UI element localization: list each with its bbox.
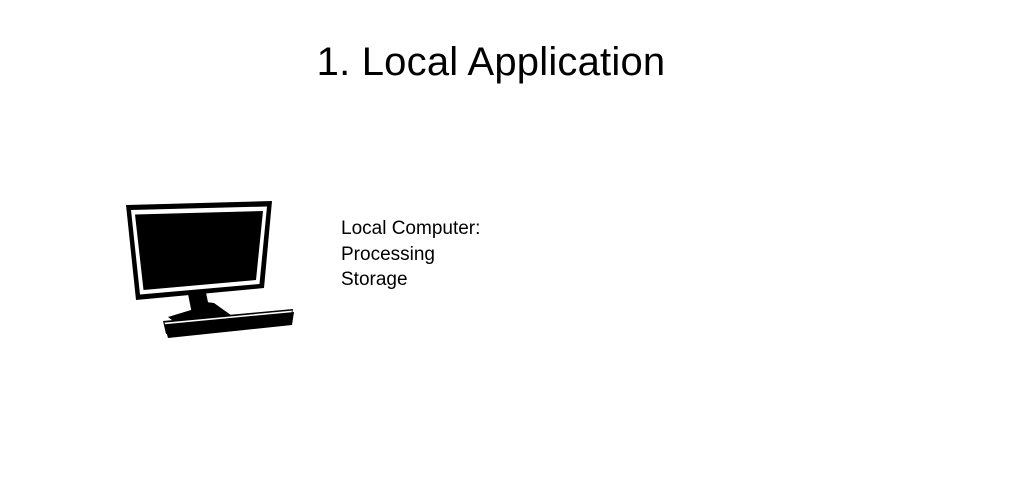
- caption-line-2: Processing: [341, 243, 435, 265]
- monitor-screen: [135, 211, 263, 290]
- keyboard-highlight-line: [164, 310, 292, 325]
- desktop-computer-icon: [118, 190, 308, 362]
- caption-line-1: Local Computer:: [341, 218, 481, 239]
- keyboard-top: [163, 309, 293, 334]
- local-computer-caption: Local Computer: Processing Storage: [341, 216, 480, 293]
- page-title: 1. Local Application: [316, 40, 666, 84]
- caption-line-3: Storage: [341, 269, 408, 290]
